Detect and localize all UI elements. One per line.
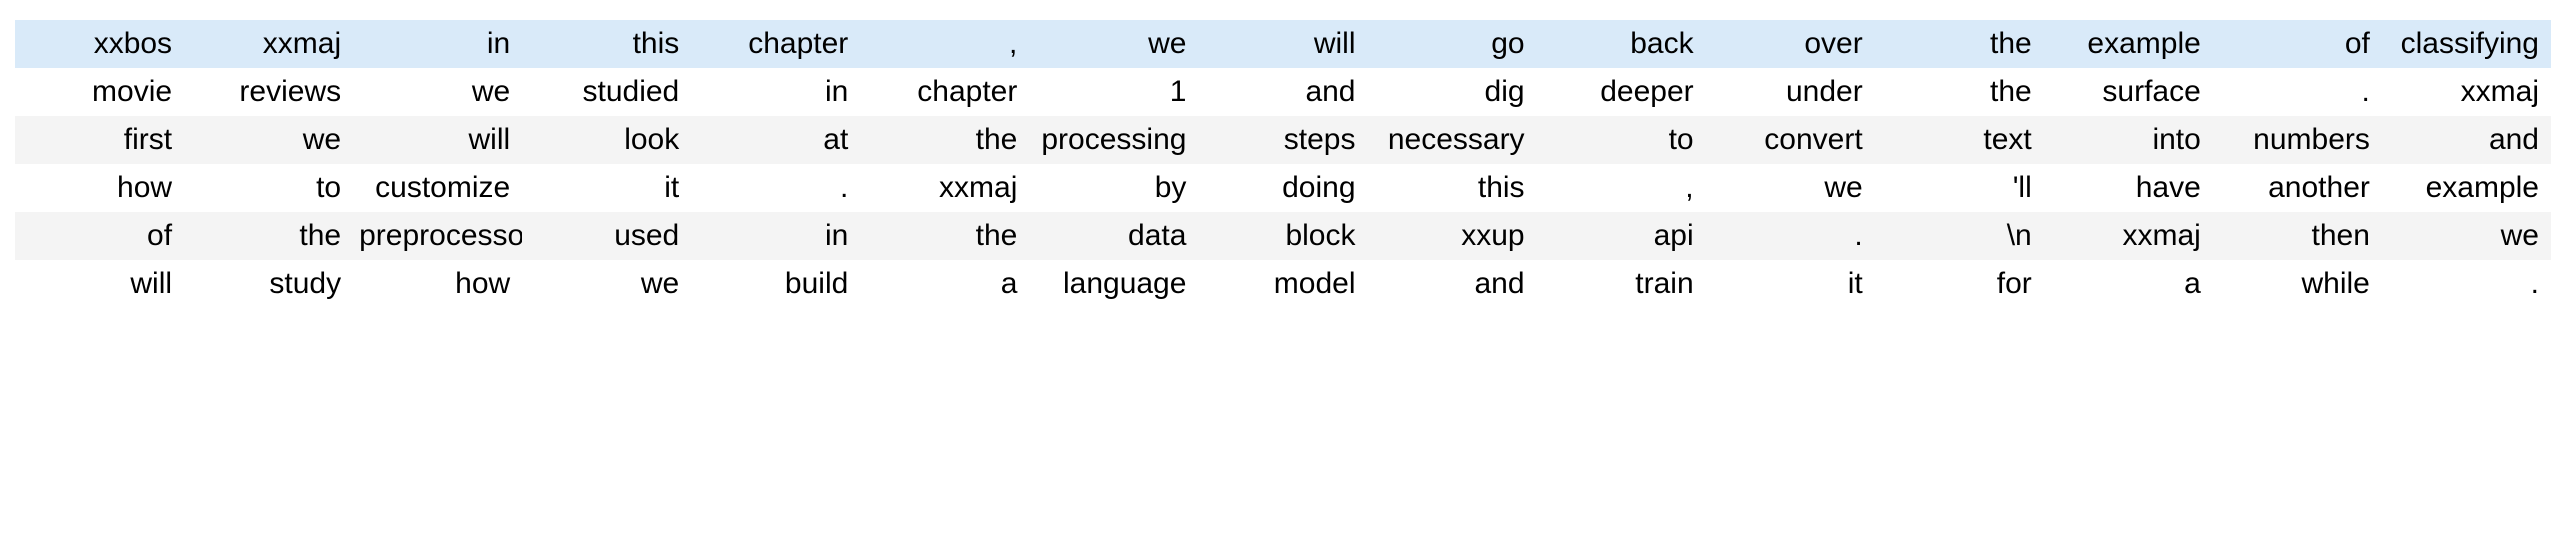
token-cell: have (2043, 164, 2213, 212)
token-cell: example (2381, 164, 2551, 212)
token-cell: example (2043, 20, 2213, 68)
token-cell: language (1029, 260, 1199, 308)
token-cell: over (1705, 20, 1875, 68)
table-row[interactable]: will study how we build a language model… (15, 260, 2551, 308)
token-cell: in (691, 68, 861, 116)
token-cell: \n (1874, 212, 2044, 260)
token-cell: classifying (2381, 20, 2551, 68)
token-cell: how (353, 260, 523, 308)
token-cell: another (2212, 164, 2382, 212)
token-cell: go (1367, 20, 1537, 68)
token-cell: deeper (1536, 68, 1706, 116)
token-cell: preprocessor (353, 212, 523, 260)
token-table-body: xxbos xxmaj in this chapter , we will go… (15, 20, 2551, 308)
token-cell: a (860, 260, 1030, 308)
token-cell: this (1367, 164, 1537, 212)
token-cell: movie (15, 68, 185, 116)
token-table-container: xxbos xxmaj in this chapter , we will go… (15, 20, 2551, 308)
token-cell: in (353, 20, 523, 68)
token-cell: and (2381, 116, 2551, 164)
token-cell: will (1198, 20, 1368, 68)
token-cell: at (691, 116, 861, 164)
token-cell: in (691, 212, 861, 260)
token-cell: the (1874, 20, 2044, 68)
token-cell: . (1705, 212, 1875, 260)
token-cell: , (860, 20, 1030, 68)
token-cell: surface (2043, 68, 2213, 116)
token-cell: model (1198, 260, 1368, 308)
token-cell: into (2043, 116, 2213, 164)
token-cell: text (1874, 116, 2044, 164)
token-cell: then (2212, 212, 2382, 260)
token-cell: how (15, 164, 185, 212)
token-cell: to (184, 164, 354, 212)
token-cell: used (522, 212, 692, 260)
token-table: xxbos xxmaj in this chapter , we will go… (15, 20, 2551, 308)
token-cell: we (2381, 212, 2551, 260)
token-cell: we (184, 116, 354, 164)
token-cell: build (691, 260, 861, 308)
token-cell: xxmaj (2043, 212, 2213, 260)
token-cell: we (1029, 20, 1199, 68)
token-cell: 1 (1029, 68, 1199, 116)
token-cell: the (860, 212, 1030, 260)
token-cell: we (1705, 164, 1875, 212)
token-cell: we (353, 68, 523, 116)
token-cell: block (1198, 212, 1368, 260)
token-cell: the (1874, 68, 2044, 116)
token-cell: chapter (860, 68, 1030, 116)
token-cell: back (1536, 20, 1706, 68)
token-cell: will (15, 260, 185, 308)
token-cell: xxmaj (184, 20, 354, 68)
token-cell: , (1536, 164, 1706, 212)
token-cell: convert (1705, 116, 1875, 164)
token-cell: of (15, 212, 185, 260)
token-cell: dig (1367, 68, 1537, 116)
token-cell: api (1536, 212, 1706, 260)
token-cell: xxbos (15, 20, 185, 68)
token-cell: and (1367, 260, 1537, 308)
token-cell: . (2212, 68, 2382, 116)
table-row[interactable]: xxbos xxmaj in this chapter , we will go… (15, 20, 2551, 68)
token-cell: it (1705, 260, 1875, 308)
token-cell: and (1198, 68, 1368, 116)
token-cell: first (15, 116, 185, 164)
token-cell: doing (1198, 164, 1368, 212)
token-cell: necessary (1367, 116, 1537, 164)
token-cell: customize (353, 164, 523, 212)
token-cell: xxmaj (860, 164, 1030, 212)
token-cell: numbers (2212, 116, 2382, 164)
token-cell: studied (522, 68, 692, 116)
token-cell: for (1874, 260, 2044, 308)
token-cell: . (691, 164, 861, 212)
token-cell: xxmaj (2381, 68, 2551, 116)
token-cell: processing (1029, 116, 1199, 164)
token-cell: of (2212, 20, 2382, 68)
token-cell: study (184, 260, 354, 308)
token-cell: it (522, 164, 692, 212)
table-row[interactable]: of the preprocessor used in the data blo… (15, 212, 2551, 260)
token-cell: under (1705, 68, 1875, 116)
token-cell: by (1029, 164, 1199, 212)
table-row[interactable]: movie reviews we studied in chapter 1 an… (15, 68, 2551, 116)
token-cell: data (1029, 212, 1199, 260)
token-cell: . (2381, 260, 2551, 308)
token-cell: train (1536, 260, 1706, 308)
token-cell: to (1536, 116, 1706, 164)
token-cell: steps (1198, 116, 1368, 164)
token-cell: the (184, 212, 354, 260)
token-cell: this (522, 20, 692, 68)
token-cell: reviews (184, 68, 354, 116)
token-cell: the (860, 116, 1030, 164)
token-cell: chapter (691, 20, 861, 68)
token-cell: a (2043, 260, 2213, 308)
token-cell: we (522, 260, 692, 308)
token-cell: while (2212, 260, 2382, 308)
token-cell: 'll (1874, 164, 2044, 212)
token-cell: xxup (1367, 212, 1537, 260)
table-row[interactable]: first we will look at the processing ste… (15, 116, 2551, 164)
token-cell: will (353, 116, 523, 164)
token-cell: look (522, 116, 692, 164)
table-row[interactable]: how to customize it . xxmaj by doing thi… (15, 164, 2551, 212)
